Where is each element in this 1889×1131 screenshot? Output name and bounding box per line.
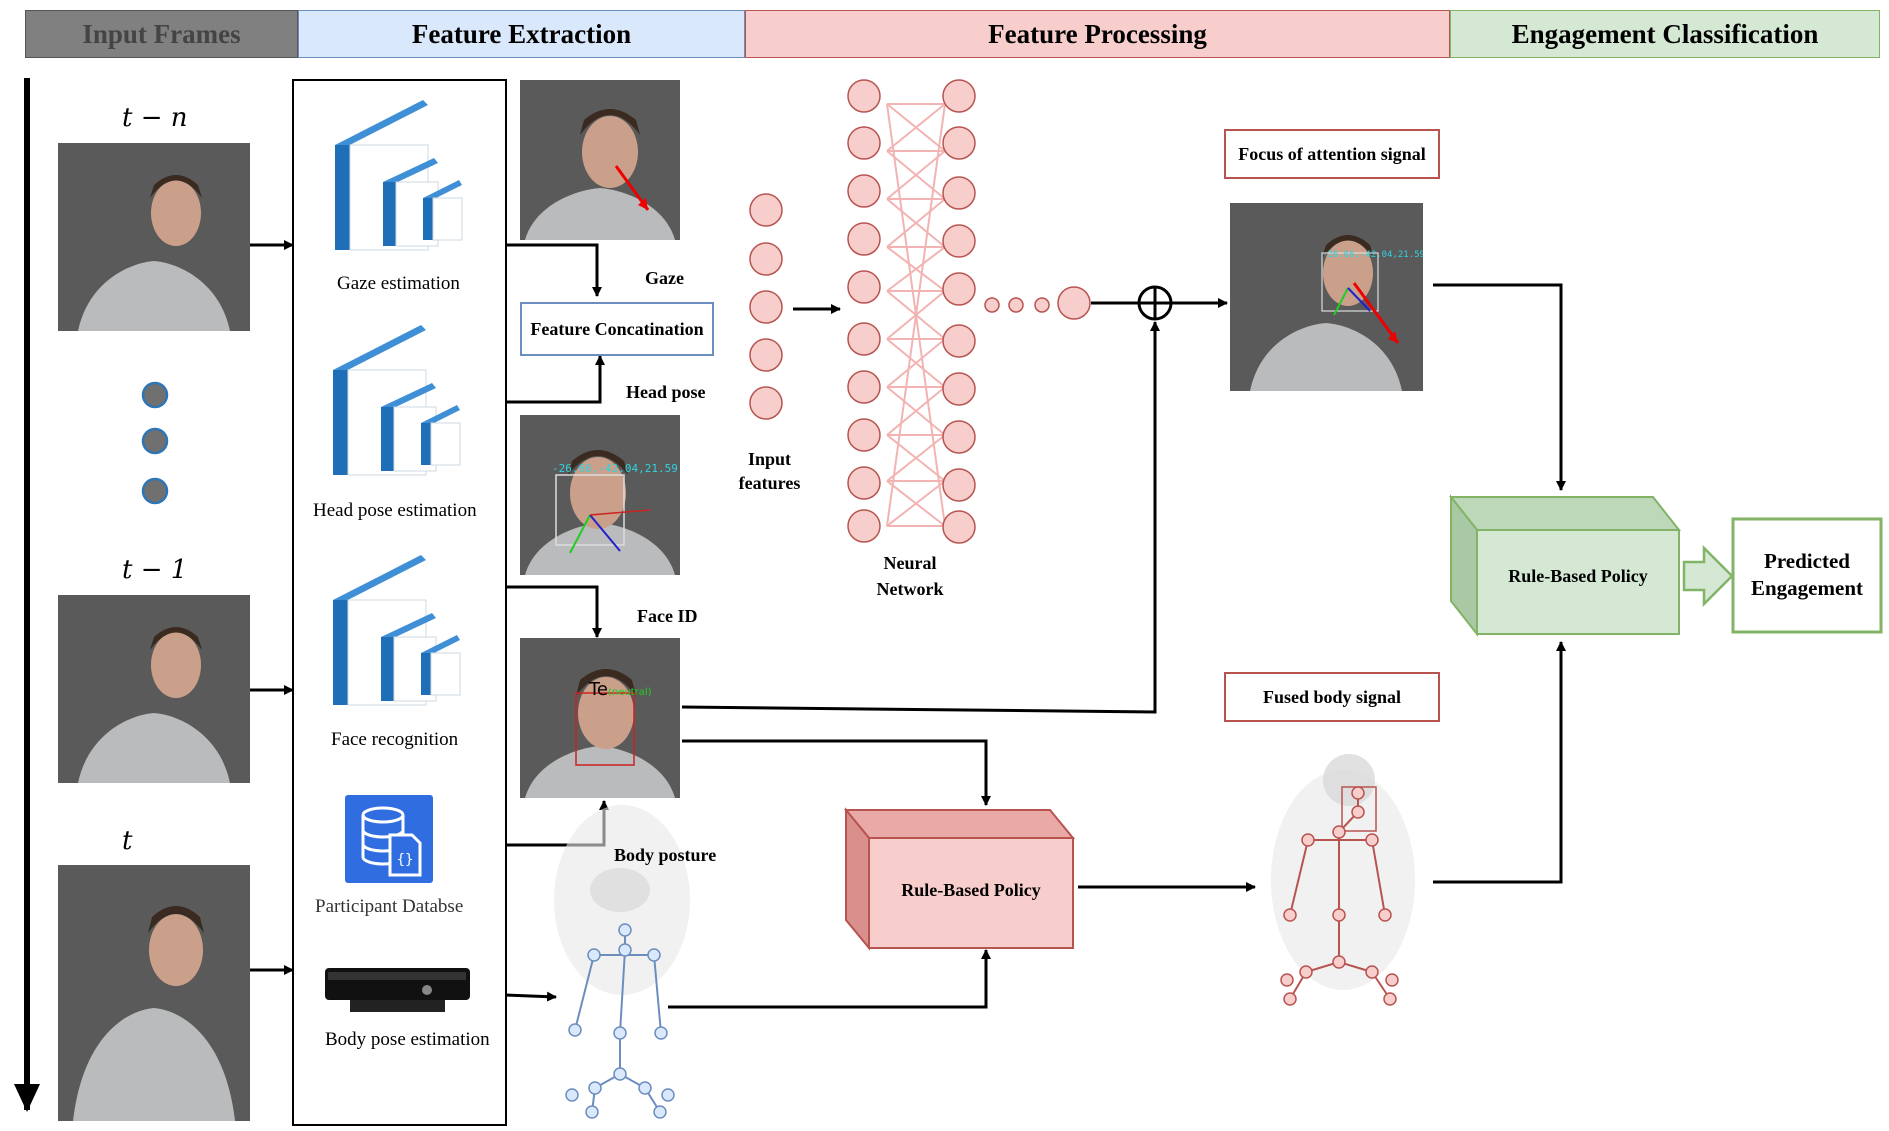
rule-based-policy-middle-label: Rule-Based Policy bbox=[901, 880, 1041, 900]
extraction-panel bbox=[292, 79, 507, 1126]
neural-network-connections bbox=[886, 103, 946, 527]
frame-photo-t-minus-n bbox=[58, 143, 250, 331]
time-label-t-minus-1: t − 1 bbox=[122, 555, 188, 585]
header-input-frames: Input Frames bbox=[25, 10, 298, 58]
input-features-label: Input features bbox=[738, 449, 801, 493]
predicted-engagement-label: Predicted Engagement bbox=[1751, 549, 1863, 600]
database-icon: {} bbox=[345, 795, 433, 883]
head-pose-label: Head pose bbox=[626, 382, 706, 402]
participant-database-label: Participant Databse bbox=[315, 896, 464, 917]
rule-based-policy-box-middle bbox=[843, 807, 1076, 951]
frame-dot bbox=[141, 477, 169, 505]
predicted-engagement-box bbox=[1731, 517, 1883, 634]
gaze-label: Gaze bbox=[645, 268, 684, 288]
head-pose-cnn-icon bbox=[333, 325, 461, 476]
frame-photo-t-minus-1 bbox=[58, 595, 250, 783]
fusion-plus-icon bbox=[1137, 285, 1173, 321]
kinect-sensor-icon bbox=[325, 968, 470, 1012]
head-pose-photo: -26.66,-42.04,21.59 bbox=[520, 415, 680, 575]
header-engagement-classification: Engagement Classification bbox=[1450, 10, 1880, 58]
face-recognition-label: Face recognition bbox=[331, 729, 459, 750]
focus-attention-signal-box: Focus of attention signal bbox=[1224, 129, 1440, 179]
rule-based-policy-right-label: Rule-Based Policy bbox=[1508, 566, 1648, 586]
face-id-label: Face ID bbox=[637, 606, 698, 626]
frame-dot bbox=[141, 427, 169, 455]
frame-dot bbox=[141, 381, 169, 409]
body-posture-label: Body posture bbox=[614, 845, 717, 865]
body-pose-estimation-label: Body pose estimation bbox=[325, 1029, 490, 1050]
header-feature-extraction: Feature Extraction bbox=[298, 10, 745, 58]
svg-text:-26.66,-42.04,21.59: -26.66,-42.04,21.59 bbox=[552, 462, 678, 475]
neural-network-nodes bbox=[847, 79, 976, 544]
body-skeleton-blue bbox=[554, 805, 690, 1119]
svg-text:{}: {} bbox=[397, 852, 414, 868]
svg-text:Te: Te bbox=[588, 679, 608, 700]
face-id-photo: (neutral) Te bbox=[520, 638, 680, 798]
body-skeleton-red bbox=[1271, 754, 1415, 1006]
output-dots bbox=[984, 286, 1091, 320]
gaze-cnn-icon bbox=[335, 100, 463, 251]
gaze-estimation-label: Gaze estimation bbox=[337, 273, 460, 294]
gaze-photo bbox=[520, 80, 680, 240]
rule-based-policy-box-right bbox=[1448, 494, 1682, 637]
time-label-t: t bbox=[122, 826, 133, 856]
head-pose-estimation-label: Head pose estimation bbox=[313, 500, 477, 521]
face-recognition-cnn-icon bbox=[333, 555, 461, 706]
feature-concatenation-box: Feature Concatination bbox=[520, 302, 714, 356]
svg-text:-26.66,-42.04,21.59: -26.66,-42.04,21.59 bbox=[1322, 250, 1423, 260]
output-arrow bbox=[1682, 544, 1734, 608]
fused-body-signal-box: Fused body signal bbox=[1224, 672, 1440, 722]
focus-attention-photo: -26.66,-42.04,21.59 bbox=[1230, 203, 1423, 391]
frame-photo-t bbox=[58, 865, 250, 1121]
input-features-layer bbox=[749, 193, 783, 420]
svg-text:(neutral): (neutral) bbox=[608, 687, 652, 698]
neural-network-label: Neural Network bbox=[876, 553, 944, 599]
header-feature-processing: Feature Processing bbox=[745, 10, 1450, 58]
time-label-t-minus-n: t − n bbox=[122, 103, 188, 133]
